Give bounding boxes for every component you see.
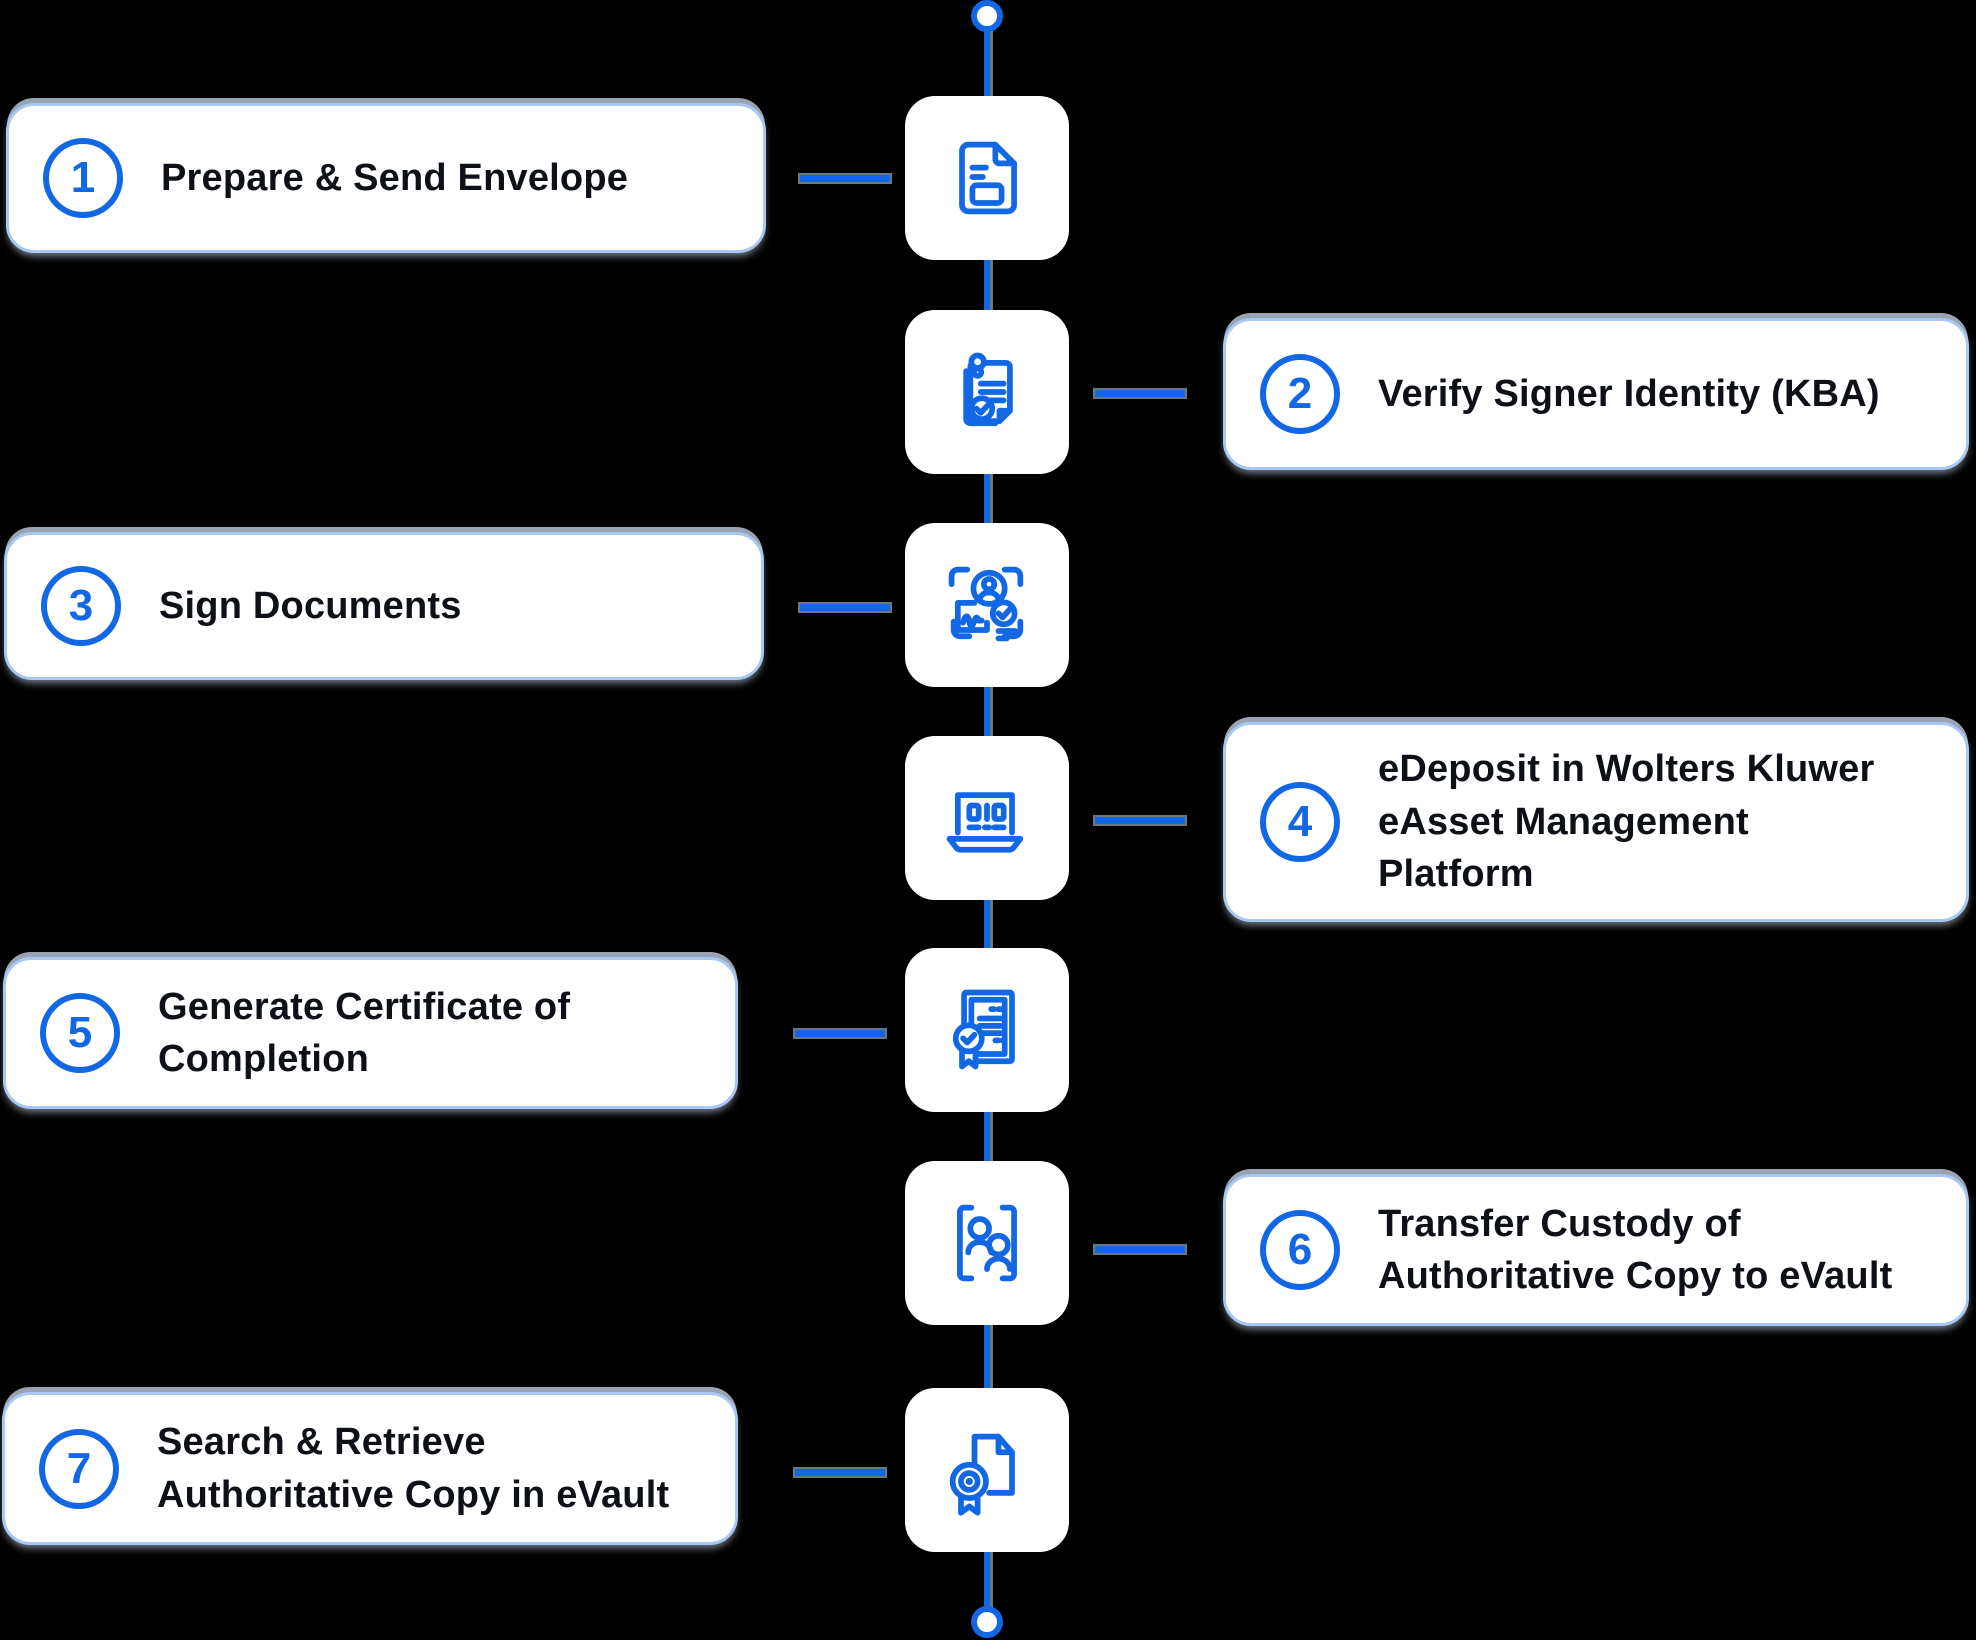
clipboard-check-icon: [963, 352, 1013, 427]
step-4-number-badge: 4: [1260, 782, 1340, 862]
step-5-number-badge: 5: [40, 993, 120, 1073]
step-5-label: Generate Certificate of Completion: [158, 985, 571, 1080]
step-card-6: 6 Transfer Custody of Authoritative Copy…: [1223, 1174, 1969, 1326]
step-1-label: Prepare & Send Envelope: [161, 156, 629, 199]
connector-step-5: [795, 1030, 885, 1037]
connector-step-4: [1095, 817, 1185, 824]
step-4-label: eDeposit in Wolters Kluwer eAsset Manage…: [1378, 748, 1875, 896]
step-5-icon-tile: [905, 948, 1069, 1112]
step-3-label: Sign Documents: [159, 584, 462, 627]
step-card-7: 7 Search & Retrieve Authoritative Copy i…: [2, 1392, 738, 1545]
step-card-4: 4 eDeposit in Wolters Kluwer eAsset Mana…: [1223, 722, 1969, 922]
step-6-label: Transfer Custody of Authoritative Copy t…: [1378, 1202, 1893, 1297]
step-1-icon-tile: [905, 96, 1069, 260]
step-card-1: 1 Prepare & Send Envelope: [6, 103, 766, 253]
step-card-5: 5 Generate Certificate of Completion: [3, 957, 738, 1109]
connector-step-6: [1095, 1246, 1185, 1253]
document-icon: [959, 141, 1017, 215]
step-2-icon-tile: [905, 310, 1069, 474]
connector-step-7: [795, 1469, 885, 1476]
step-7-number-badge: 7: [39, 1428, 119, 1509]
step-4-icon-tile: [905, 736, 1069, 900]
step-card-3: 3 Sign Documents: [4, 532, 764, 680]
connector-step-3: [800, 604, 890, 611]
certificate-icon: [952, 989, 1015, 1070]
step-card-2: 2 Verify Signer Identity (KBA): [1223, 318, 1969, 470]
connector-step-2: [1095, 390, 1185, 397]
step-2-label: Verify Signer Identity (KBA): [1378, 372, 1880, 415]
laptop-binary-icon: [946, 792, 1024, 853]
step-3-number-badge: 3: [41, 566, 121, 646]
retrieve-document-icon: [949, 1433, 1015, 1516]
custody-transfer-icon: [957, 1204, 1017, 1282]
step-3-icon-tile: [905, 523, 1069, 687]
signature-verify-icon: [948, 566, 1024, 642]
step-1-number-badge: 1: [43, 138, 123, 218]
step-7-icon-tile: [905, 1388, 1069, 1552]
step-6-icon-tile: [905, 1161, 1069, 1325]
step-2-number-badge: 2: [1260, 354, 1340, 434]
step-6-number-badge: 6: [1260, 1210, 1340, 1290]
step-7-label: Search & Retrieve Authoritative Copy in …: [157, 1421, 670, 1516]
connector-step-1: [800, 175, 890, 182]
timeline-end-dot: [971, 1606, 1003, 1638]
timeline-start-dot: [971, 0, 1003, 32]
